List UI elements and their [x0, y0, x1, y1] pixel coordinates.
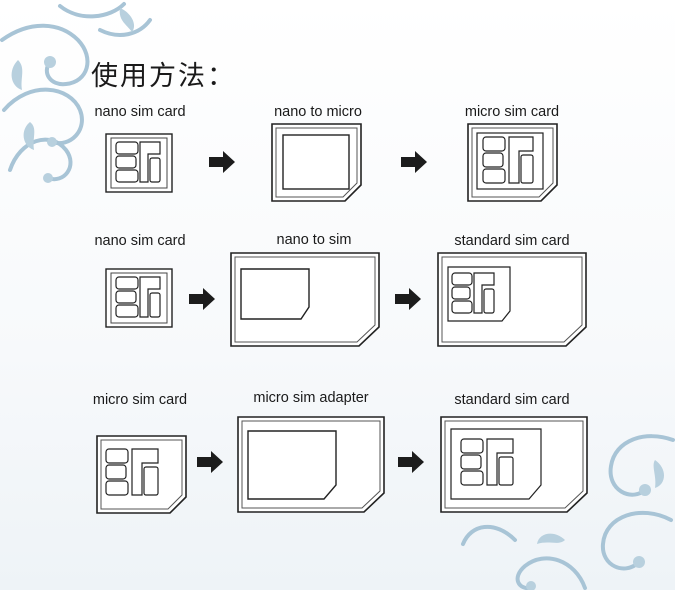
- nano-sim-card-diagram: [105, 133, 173, 193]
- row3-source-label: micro sim card: [92, 392, 188, 408]
- micro-sim-card-diagram: [467, 123, 558, 202]
- row2-result-label: standard sim card: [454, 233, 570, 249]
- micro-sim-adapter-diagram: [237, 416, 385, 513]
- right-arrow-icon: [401, 151, 427, 173]
- row1-source-label: nano sim card: [94, 104, 186, 120]
- right-arrow-icon: [209, 151, 235, 173]
- floral-swirl-bottom-right: [461, 434, 675, 590]
- nano-to-micro-adapter-diagram: [271, 123, 362, 202]
- standard-sim-card-diagram: [440, 416, 588, 513]
- right-arrow-icon: [189, 288, 215, 310]
- nano-to-sim-adapter-diagram: [230, 252, 380, 347]
- right-arrow-icon: [197, 451, 223, 473]
- right-arrow-icon: [395, 288, 421, 310]
- row3-adapter-label: micro sim adapter: [253, 390, 369, 406]
- page-title: 使用方法：: [91, 61, 236, 92]
- micro-sim-card-diagram: [96, 435, 187, 514]
- nano-sim-card-diagram: [105, 268, 173, 328]
- right-arrow-icon: [398, 451, 424, 473]
- row1-adapter-label: nano to micro: [274, 104, 362, 120]
- standard-sim-card-diagram: [437, 252, 587, 347]
- row2-source-label: nano sim card: [94, 233, 186, 249]
- row3-result-label: standard sim card: [454, 392, 570, 408]
- row2-adapter-label: nano to sim: [276, 232, 352, 248]
- row1-result-label: micro sim card: [464, 104, 560, 120]
- floral-swirl-top-left: [0, 2, 152, 183]
